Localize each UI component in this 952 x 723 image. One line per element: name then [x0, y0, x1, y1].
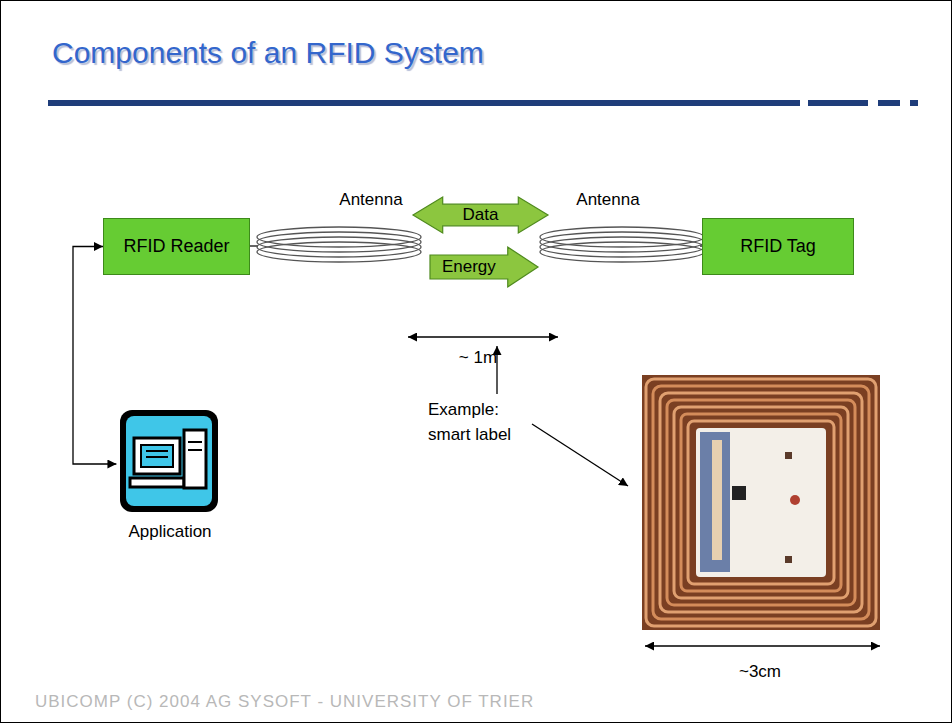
data-arrow: Data: [413, 197, 548, 233]
application-node: Application: [116, 408, 223, 542]
smart-label-photo: [642, 375, 880, 630]
antenna-coil: [257, 227, 421, 262]
antenna-label: Antenna: [339, 188, 402, 213]
node-label: Energy: [442, 257, 496, 277]
dimension-label: ~3cm: [739, 660, 781, 685]
energy-arrow: Energy: [430, 247, 538, 287]
leader-line: [532, 424, 628, 486]
node-label: RFID Reader: [123, 236, 229, 257]
slide-title: Components of an RFID System: [52, 36, 484, 70]
tag-box: RFID Tag: [702, 218, 854, 275]
footer-watermark: UBICOMP (C) 2004 AG SYSOFT - UNIVERSITY …: [35, 690, 534, 715]
antenna-coil: [540, 227, 704, 262]
title-rule: [48, 100, 918, 106]
dimension-line: [408, 336, 558, 337]
node-label: Data: [463, 205, 499, 225]
antenna-label: Antenna: [576, 188, 639, 213]
connector: [73, 247, 116, 465]
callout-text: Example: smart label: [428, 398, 546, 447]
dimension-line: [645, 645, 880, 646]
node-label: Application: [128, 522, 211, 542]
reader-box: RFID Reader: [103, 218, 250, 275]
dimension-label: ~ 1m: [459, 346, 497, 371]
node-label: RFID Tag: [740, 236, 816, 257]
computer-icon: [120, 410, 218, 512]
